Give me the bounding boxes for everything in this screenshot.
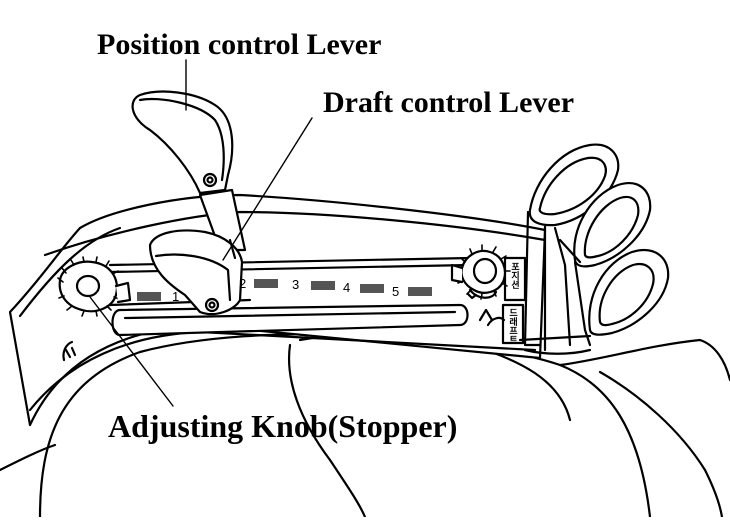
korean-labels: 포지션 드래프트 bbox=[508, 262, 520, 344]
scale-number-2: 2 bbox=[239, 276, 246, 291]
scale-bar-4 bbox=[360, 284, 384, 293]
adjusting-knob-left bbox=[57, 256, 132, 317]
scale-bar-1 bbox=[137, 292, 161, 301]
adjusting-knob-label: Adjusting Knob(Stopper) bbox=[108, 408, 458, 444]
draft-lever bbox=[148, 229, 244, 316]
adjusting-knob-right bbox=[450, 244, 511, 300]
panel-indicators bbox=[62, 308, 506, 362]
scale-numbers: 1 2 3 4 5 bbox=[172, 276, 399, 304]
scale-number-5: 5 bbox=[392, 284, 399, 299]
draft-lever-leader bbox=[222, 117, 313, 261]
scale-number-3: 3 bbox=[292, 277, 299, 292]
draft-control-lever-label: Draft control Lever bbox=[323, 86, 575, 119]
draft-korean-label: 드래프트 bbox=[508, 308, 518, 344]
adjusting-knob-leader bbox=[89, 296, 174, 407]
scale-number-1: 1 bbox=[172, 289, 179, 304]
scale-bar-3 bbox=[311, 281, 335, 290]
side-handles bbox=[518, 143, 670, 355]
korean-label-plates bbox=[501, 256, 527, 345]
position-lever bbox=[131, 90, 247, 252]
scale-bars bbox=[137, 279, 432, 301]
position-control-lever-label: Position control Lever bbox=[97, 28, 382, 61]
scale-bar-5 bbox=[408, 287, 432, 296]
draft-plate bbox=[501, 303, 525, 345]
leader-lines bbox=[89, 59, 313, 407]
scale-number-4: 4 bbox=[343, 280, 350, 295]
position-korean-label: 포지션 bbox=[510, 262, 520, 290]
scale-bar-2 bbox=[254, 279, 278, 288]
